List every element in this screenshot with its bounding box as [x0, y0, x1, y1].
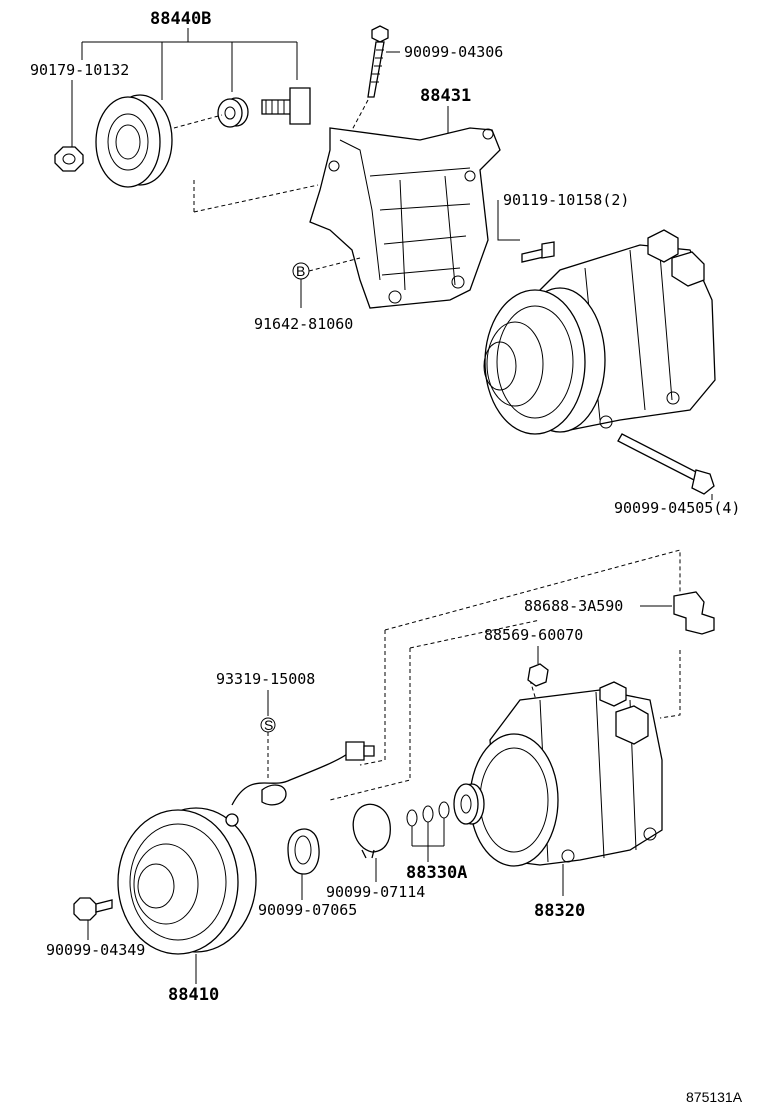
label-90099-07065: 90099-07065: [258, 901, 357, 919]
label-88440B: 88440B: [150, 9, 211, 29]
bolt-marker-B: B: [292, 262, 310, 280]
label-88431: 88431: [420, 86, 471, 106]
label-90099-07114: 90099-07114: [326, 883, 425, 901]
idler-bolt: [261, 87, 311, 125]
label-90099-04306: 90099-04306: [404, 43, 503, 61]
s-marker: S: [260, 717, 276, 733]
magnetic-clutch: [117, 807, 257, 955]
label-88688-3A590: 88688-3A590: [524, 597, 623, 615]
svg-text:S: S: [264, 717, 273, 733]
snap-ring-90099-07114: [352, 803, 391, 859]
nut-90179-10132: [54, 146, 84, 172]
label-90099-04349: 90099-04349: [46, 941, 145, 959]
label-90179-10132: 90179-10132: [30, 61, 129, 79]
idler-pulley: [95, 94, 173, 188]
bolt-90099-04306: [367, 25, 389, 98]
label-90099-04505: 90099-04505(4): [614, 499, 740, 517]
label-90119-10158: 90119-10158(2): [503, 191, 629, 209]
connector-88688-3A590: [673, 591, 715, 635]
lead-wire: [231, 741, 375, 806]
label-88410: 88410: [168, 985, 219, 1005]
bolt-90119-10158: [521, 241, 555, 263]
compressor-bracket: [309, 127, 501, 309]
idler-pulley-group: 88440B 90179-10132: [30, 9, 319, 213]
svg-text:B: B: [296, 263, 305, 279]
label-91642-81060: 91642-81060: [254, 315, 353, 333]
label-88320: 88320: [534, 901, 585, 921]
shim-90099-07065: [287, 828, 320, 875]
bolt-90099-04349: [73, 897, 113, 921]
compressor-88320: [453, 681, 663, 867]
bolt-90099-04505: [617, 433, 715, 495]
label-93319-15008: 93319-15008: [216, 670, 315, 688]
collar: [217, 97, 249, 128]
compressor-assembled: [483, 229, 716, 435]
bracket-group: 90099-04306 88431 90119-10158(2): [254, 25, 629, 333]
label-88569-60070: 88569-60070: [484, 626, 583, 644]
diagram-reference-code: 875131A: [686, 1089, 743, 1105]
label-88330A: 88330A: [406, 863, 467, 883]
part-88569-60070: [527, 663, 549, 687]
